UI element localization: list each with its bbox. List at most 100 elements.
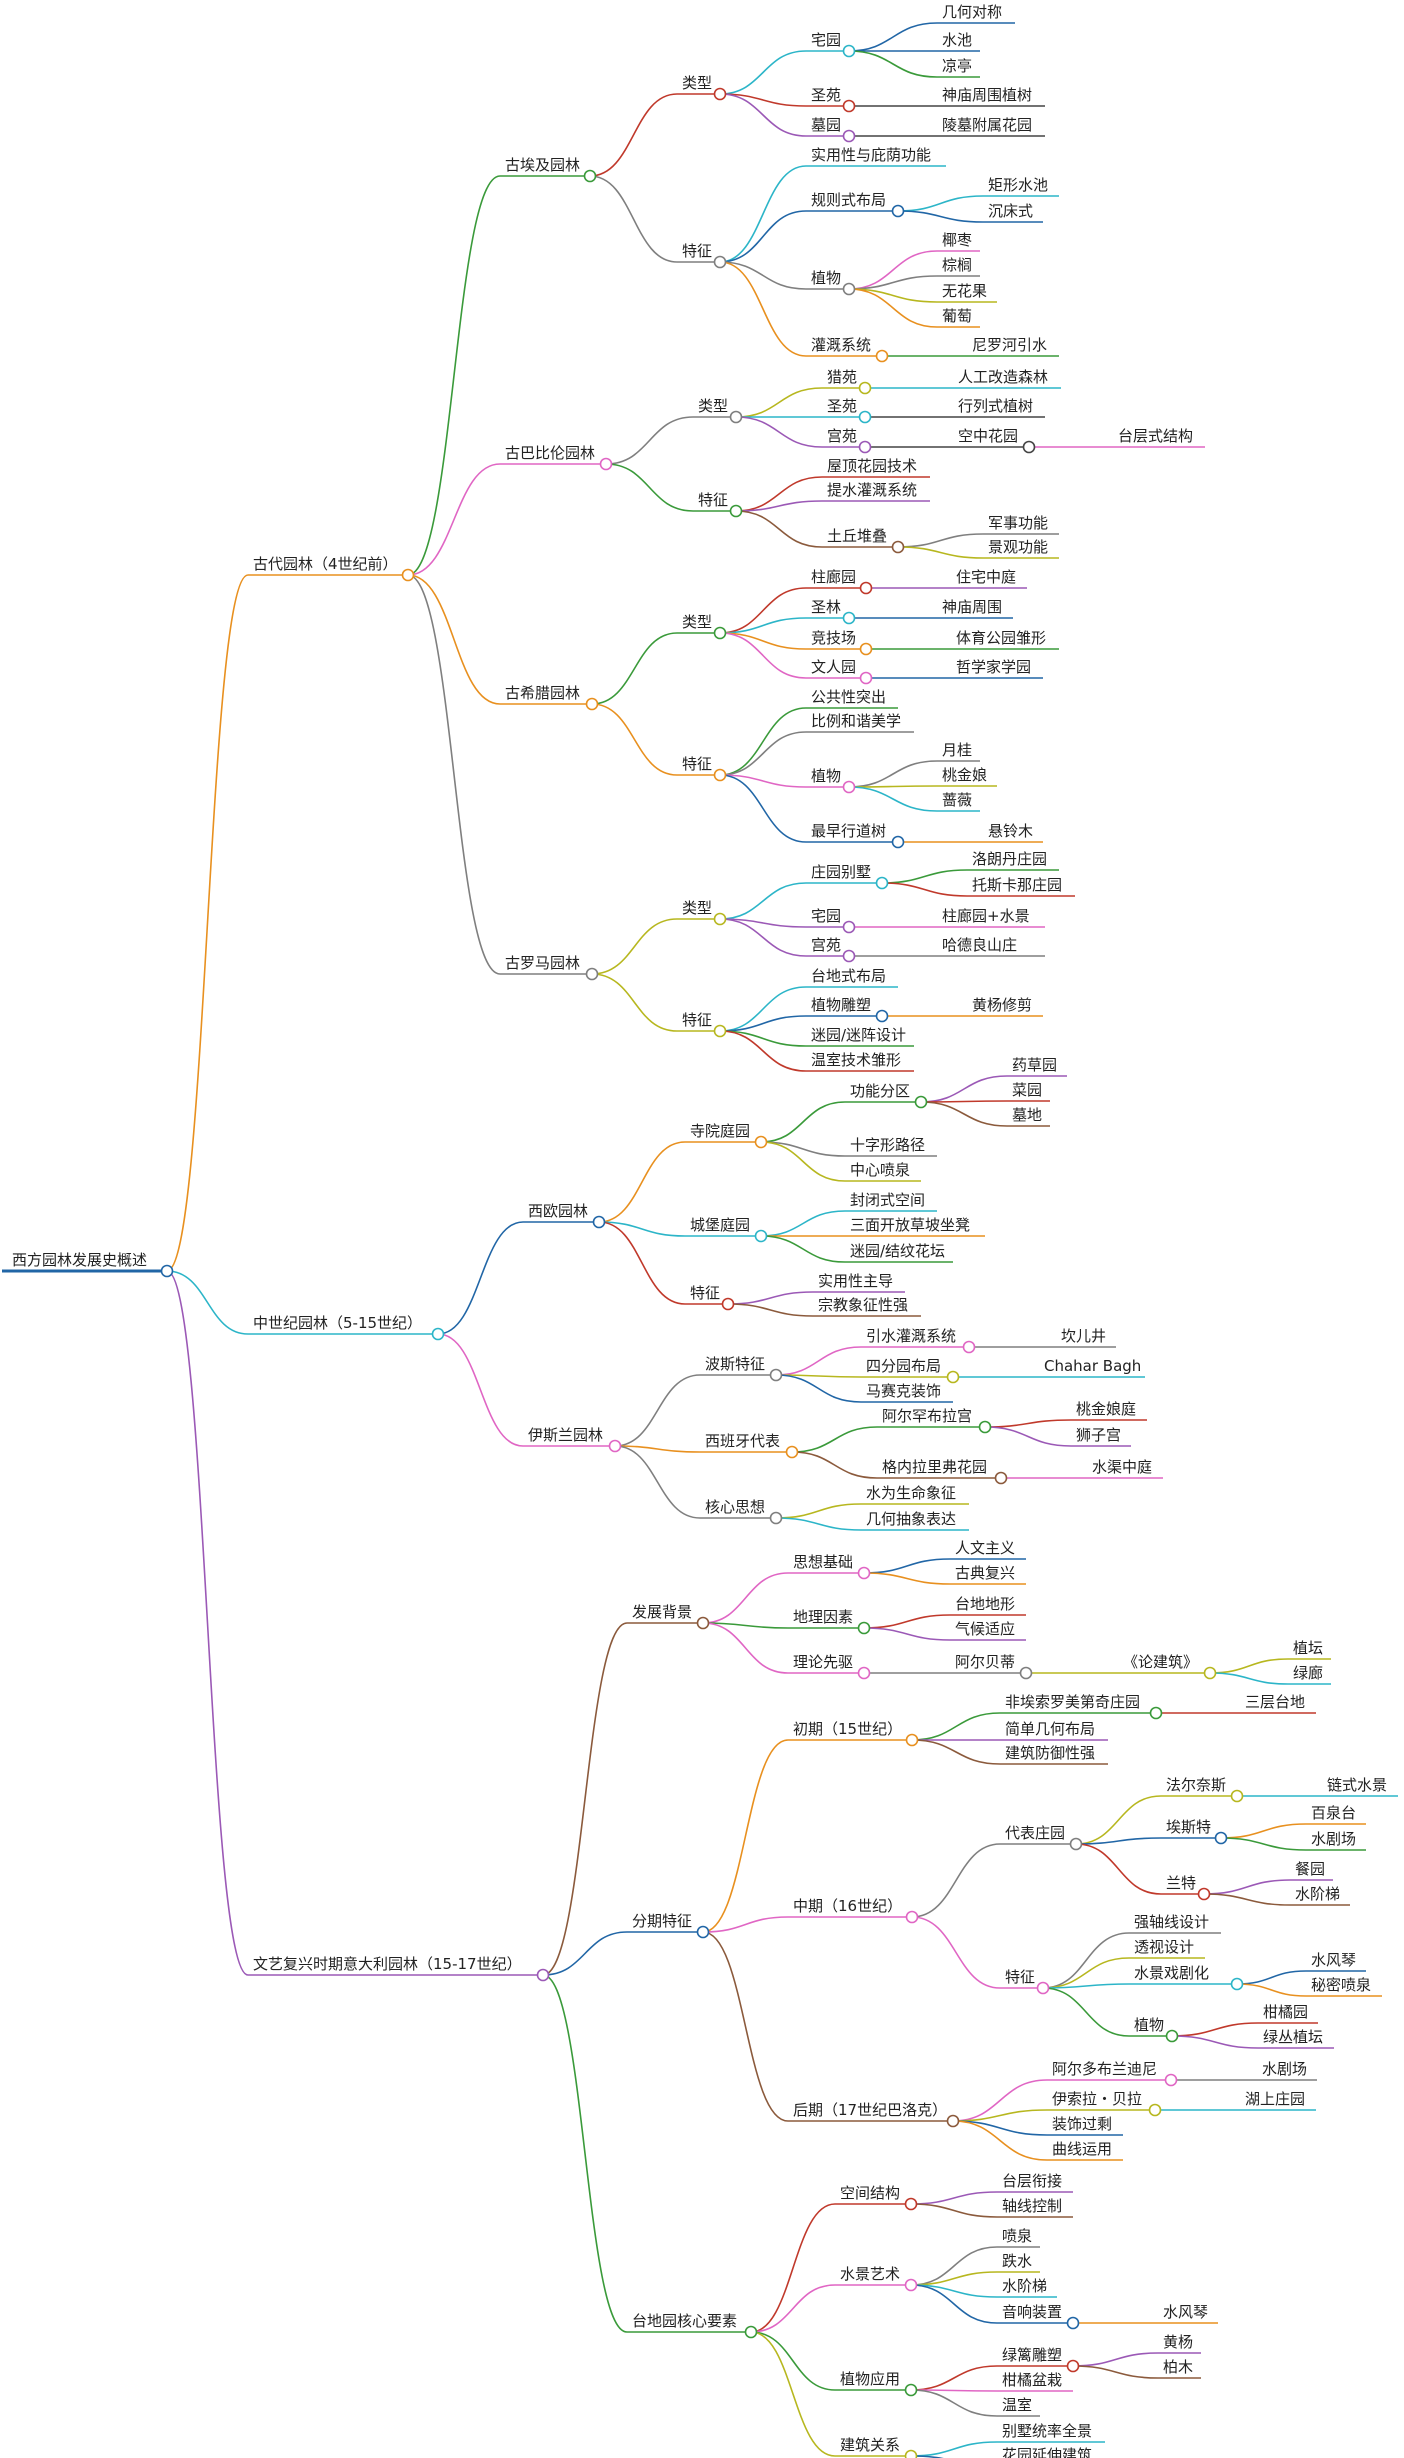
node-n3_2_3_2[interactable]: 伊索拉・贝拉 [1052,2090,1142,2108]
node-n1_1_2_4[interactable]: 灌溉系统 [811,336,871,354]
collapse-toggle-icon[interactable] [859,642,873,656]
node-n1_2_1_3_1[interactable]: 空中花园 [958,427,1018,445]
node-l_e8[interactable]: 温室技术雏形 [811,1051,901,1069]
collapse-toggle-icon[interactable] [769,1368,783,1382]
collapse-toggle-icon[interactable] [904,2197,918,2211]
node-n2_2_1_1[interactable]: 引水灌溉系统 [866,1327,956,1345]
node-n3_2_3_1[interactable]: 阿尔多布兰迪尼 [1052,2060,1157,2078]
node-n1_2_2[interactable]: 特征 [698,491,728,509]
node-n3_2_2_1_3[interactable]: 兰特 [1166,1874,1196,1892]
node-n1_4_2_2[interactable]: 植物雕塑 [811,996,871,1014]
collapse-toggle-icon[interactable] [857,1566,871,1580]
node-n1_1[interactable]: 古埃及园林 [505,156,580,174]
node-l_c7[interactable]: 景观功能 [988,538,1048,556]
collapse-toggle-icon[interactable] [875,876,889,890]
collapse-toggle-icon[interactable] [858,381,872,395]
collapse-toggle-icon[interactable] [1066,2316,1080,2330]
node-l_i10[interactable]: 透视设计 [1134,1938,1194,1956]
node-l_f2[interactable]: 菜园 [1012,1081,1042,1099]
node-n3_2_2_1[interactable]: 代表庄园 [1005,1824,1065,1842]
node-n1_3_1_4[interactable]: 文人园 [811,658,856,676]
collapse-toggle-icon[interactable] [905,1733,919,1747]
collapse-toggle-icon[interactable] [1019,1666,1033,1680]
collapse-toggle-icon[interactable] [842,780,856,794]
node-n2_1_2[interactable]: 城堡庭园 [690,1216,750,1234]
node-l_c4[interactable]: 屋顶花园技术 [827,457,917,475]
node-n1_2_2_3[interactable]: 土丘堆叠 [827,527,887,545]
node-l_e4[interactable]: 哈德良山庄 [942,936,1017,954]
node-l_j7[interactable]: 黄杨 [1163,2333,1193,2351]
node-l_j8[interactable]: 柏木 [1163,2358,1193,2376]
node-n3_2_1_1[interactable]: 非埃索罗美第奇庄园 [1005,1693,1140,1711]
node-n2_2_3[interactable]: 核心思想 [705,1498,765,1516]
node-l_j12[interactable]: 花园延伸建筑 [1002,2446,1092,2458]
node-l_g3[interactable]: 马赛克装饰 [866,1382,941,1400]
collapse-toggle-icon[interactable] [608,1439,622,1453]
node-l_d5[interactable]: 公共性突出 [811,688,886,706]
collapse-toggle-icon[interactable] [1148,2103,1162,2117]
node-l_d4[interactable]: 哲学家学园 [956,658,1031,676]
collapse-toggle-icon[interactable] [946,2114,960,2128]
node-l_b2[interactable]: 矩形水池 [988,176,1048,194]
node-n3_2[interactable]: 分期特征 [632,1912,692,1930]
node-n2_1_1[interactable]: 寺院庭园 [690,1122,750,1140]
collapse-toggle-icon[interactable] [696,1925,710,1939]
collapse-toggle-icon[interactable] [1214,1831,1228,1845]
node-l_c6[interactable]: 军事功能 [988,514,1048,532]
node-l_e2[interactable]: 托斯卡那庄园 [972,876,1062,894]
collapse-toggle-icon[interactable] [160,1264,174,1278]
node-l_i8[interactable]: 水阶梯 [1295,1885,1340,1903]
node-n2[interactable]: 中世纪园林（5-15世纪） [253,1314,422,1332]
node-n1_1_2_2[interactable]: 规则式布局 [811,191,886,209]
collapse-toggle-icon[interactable] [858,410,872,424]
collapse-toggle-icon[interactable] [891,835,905,849]
collapse-toggle-icon[interactable] [729,504,743,518]
node-n3_3_2[interactable]: 水景艺术 [840,2265,900,2283]
node-n3_2_2_2[interactable]: 特征 [1005,1968,1035,1986]
node-l_d9[interactable]: 蔷薇 [942,791,972,809]
collapse-toggle-icon[interactable] [1066,2359,1080,2373]
collapse-toggle-icon[interactable] [1165,2029,1179,2043]
node-l_j4[interactable]: 跌水 [1002,2252,1032,2270]
node-l_f1[interactable]: 药草园 [1012,1056,1057,1074]
node-n1_3_2_3[interactable]: 植物 [811,767,841,785]
node-l_j11[interactable]: 别墅统率全景 [1002,2422,1092,2440]
collapse-toggle-icon[interactable] [842,611,856,625]
node-n1_2_1[interactable]: 类型 [698,397,728,415]
collapse-toggle-icon[interactable] [946,1370,960,1384]
node-l_d8[interactable]: 桃金娘 [942,766,987,784]
collapse-toggle-icon[interactable] [1164,2073,1178,2087]
node-l_f7[interactable]: 三面开放草坡坐凳 [850,1216,970,1234]
node-l_f3[interactable]: 墓地 [1012,1106,1042,1124]
node-l_g8[interactable]: 几何抽象表达 [866,1510,956,1528]
node-l_h1[interactable]: 人文主义 [955,1539,1015,1557]
collapse-toggle-icon[interactable] [842,949,856,963]
node-n3_3_2_4[interactable]: 音响装置 [1002,2303,1062,2321]
node-n3_1_3[interactable]: 理论先驱 [793,1653,853,1671]
node-n1_3_2_4[interactable]: 最早行道树 [811,822,886,840]
node-l_h2[interactable]: 古典复兴 [955,1564,1015,1582]
collapse-toggle-icon[interactable] [859,581,873,595]
collapse-toggle-icon[interactable] [769,1511,783,1525]
collapse-toggle-icon[interactable] [599,457,613,471]
node-n2_1[interactable]: 西欧园林 [528,1202,588,1220]
node-n3_1_3_1_1[interactable]: 《论建筑》 [1123,1653,1198,1671]
node-l_d7[interactable]: 月桂 [942,741,972,759]
node-l_h4[interactable]: 气候适应 [955,1620,1015,1638]
collapse-toggle-icon[interactable] [842,129,856,143]
node-n2_2_2_2[interactable]: 格内拉里弗花园 [882,1458,987,1476]
collapse-toggle-icon[interactable] [842,44,856,58]
node-n1[interactable]: 古代园林（4世纪前） [253,555,398,573]
node-n1_2[interactable]: 古巴比伦园林 [505,444,595,462]
node-n2_2[interactable]: 伊斯兰园林 [528,1426,603,1444]
node-n1_4[interactable]: 古罗马园林 [505,954,580,972]
collapse-toggle-icon[interactable] [592,1215,606,1229]
node-l_i1[interactable]: 三层台地 [1245,1693,1305,1711]
collapse-toggle-icon[interactable] [1022,440,1036,454]
node-n3_3_1[interactable]: 空间结构 [840,2184,900,2202]
node-l_f10[interactable]: 宗教象征性强 [818,1296,908,1314]
node-l_b6[interactable]: 无花果 [942,282,987,300]
node-l_e1[interactable]: 洛朗丹庄园 [972,850,1047,868]
collapse-toggle-icon[interactable] [904,2383,918,2397]
node-n1_1_1[interactable]: 类型 [682,74,712,92]
